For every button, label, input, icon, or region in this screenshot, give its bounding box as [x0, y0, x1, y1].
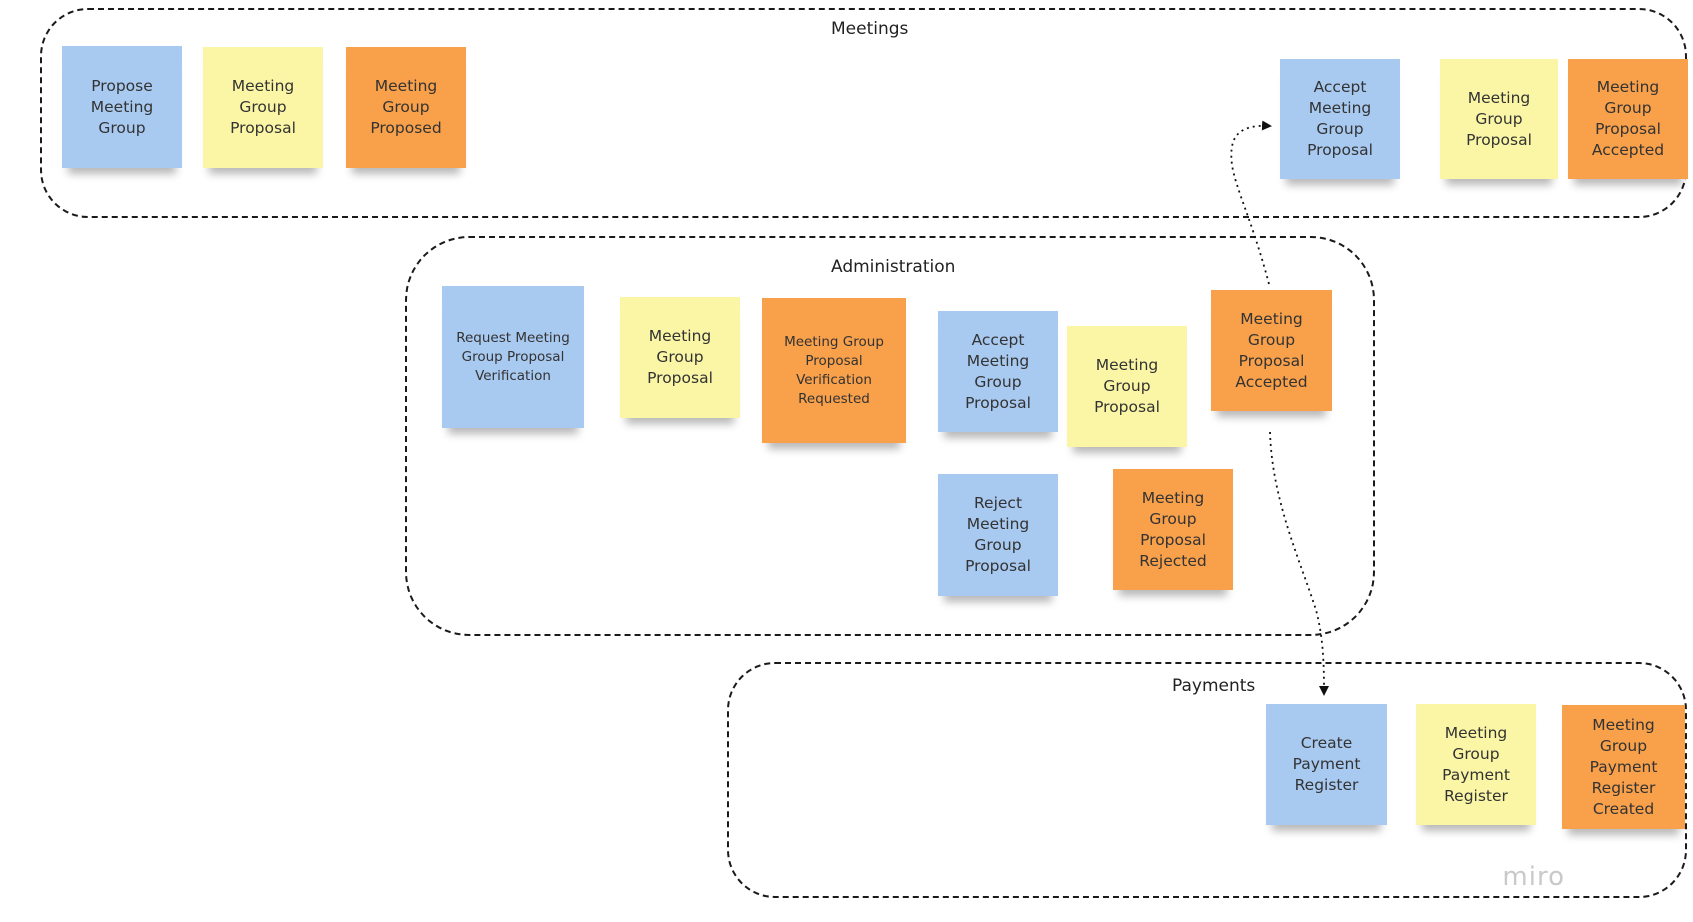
- note-meeting-group-payment-register-created[interactable]: Meeting Group Payment Register Created: [1562, 705, 1685, 829]
- arrow-to-create-payment-register: [1269, 431, 1329, 696]
- payments-region: [727, 662, 1687, 898]
- note-meeting-group-payment-register[interactable]: Meeting Group Payment Register: [1416, 704, 1536, 825]
- administration-region-title: Administration: [831, 257, 956, 277]
- arrow-to-accept-meeting-group-proposal: [1230, 120, 1272, 285]
- payments-region-title: Payments: [1172, 676, 1256, 696]
- note-reject-meeting-group-proposal[interactable]: Reject Meeting Group Proposal: [938, 474, 1058, 596]
- note-meeting-group-proposal-accepted[interactable]: Meeting Group Proposal Accepted: [1568, 59, 1688, 179]
- note-meeting-group-proposal-accepted[interactable]: Meeting Group Proposal Accepted: [1211, 290, 1332, 411]
- note-meeting-group-proposal-verification-requested[interactable]: Meeting Group Proposal Verification Requ…: [762, 298, 906, 443]
- administration-region: [405, 236, 1375, 636]
- note-meeting-group-proposal[interactable]: Meeting Group Proposal: [1067, 326, 1187, 447]
- note-request-meeting-group-proposal-verification[interactable]: Request Meeting Group Proposal Verificat…: [442, 286, 584, 428]
- note-meeting-group-proposal-rejected[interactable]: Meeting Group Proposal Rejected: [1113, 469, 1233, 590]
- note-create-payment-register[interactable]: Create Payment Register: [1266, 704, 1387, 825]
- note-accept-meeting-group-proposal[interactable]: Accept Meeting Group Proposal: [938, 311, 1058, 432]
- note-meeting-group-proposal[interactable]: Meeting Group Proposal: [1440, 59, 1558, 179]
- note-meeting-group-proposed[interactable]: Meeting Group Proposed: [346, 47, 466, 168]
- note-meeting-group-proposal[interactable]: Meeting Group Proposal: [620, 297, 740, 418]
- note-meeting-group-proposal[interactable]: Meeting Group Proposal: [203, 47, 323, 168]
- meetings-region-title: Meetings: [831, 19, 909, 39]
- note-accept-meeting-group-proposal[interactable]: Accept Meeting Group Proposal: [1280, 59, 1400, 179]
- note-propose-meeting-group[interactable]: Propose Meeting Group: [62, 46, 182, 168]
- miro-watermark: miro: [1502, 862, 1565, 892]
